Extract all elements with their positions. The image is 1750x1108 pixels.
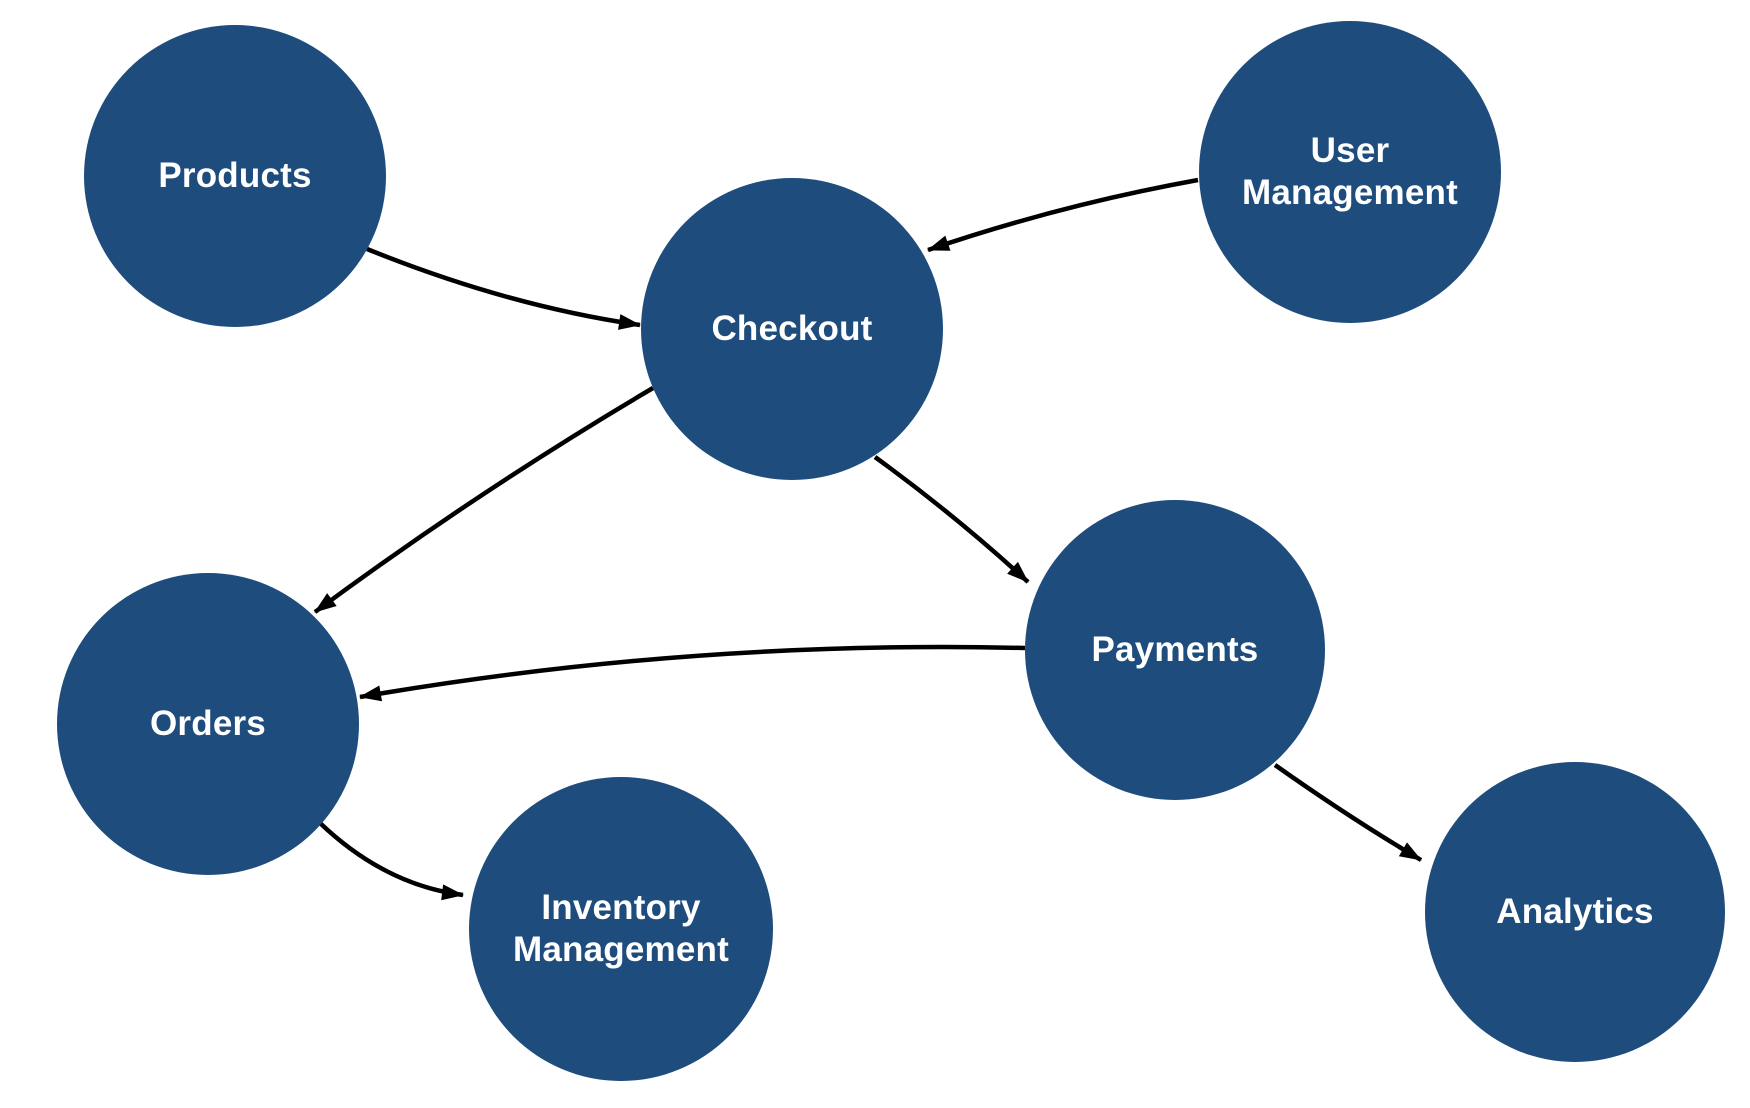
node-label: Payments bbox=[1092, 629, 1259, 671]
node-label: Analytics bbox=[1496, 891, 1653, 933]
node-analytics[interactable]: Analytics bbox=[1425, 762, 1725, 1062]
edge-payments-to-analytics bbox=[1273, 763, 1423, 862]
node-label-line: Management bbox=[513, 930, 729, 969]
node-label-line: Products bbox=[158, 156, 312, 195]
node-label: Checkout bbox=[711, 308, 872, 350]
edge-products-to-checkout bbox=[366, 246, 641, 330]
edge-payments-to-orders bbox=[359, 644, 1026, 702]
node-label-line: Inventory bbox=[541, 888, 701, 927]
node-label-line: Orders bbox=[150, 704, 266, 743]
edge-user-management-to-checkout bbox=[927, 177, 1199, 253]
node-label-line: Checkout bbox=[711, 309, 873, 348]
node-label-line: Management bbox=[1242, 173, 1458, 212]
node-label: Products bbox=[158, 155, 311, 197]
node-label-line: Analytics bbox=[1496, 892, 1654, 931]
node-checkout[interactable]: Checkout bbox=[641, 178, 943, 480]
edge-checkout-to-orders bbox=[313, 386, 655, 614]
node-payments[interactable]: Payments bbox=[1025, 500, 1325, 800]
node-orders[interactable]: Orders bbox=[57, 573, 359, 875]
node-label-line: User bbox=[1310, 131, 1390, 170]
node-products[interactable]: Products bbox=[84, 25, 386, 327]
node-label-line: Payments bbox=[1091, 630, 1259, 669]
edge-orders-to-inventory-management bbox=[318, 821, 464, 901]
edge-checkout-to-payments bbox=[873, 455, 1030, 584]
node-label: Orders bbox=[150, 703, 266, 745]
